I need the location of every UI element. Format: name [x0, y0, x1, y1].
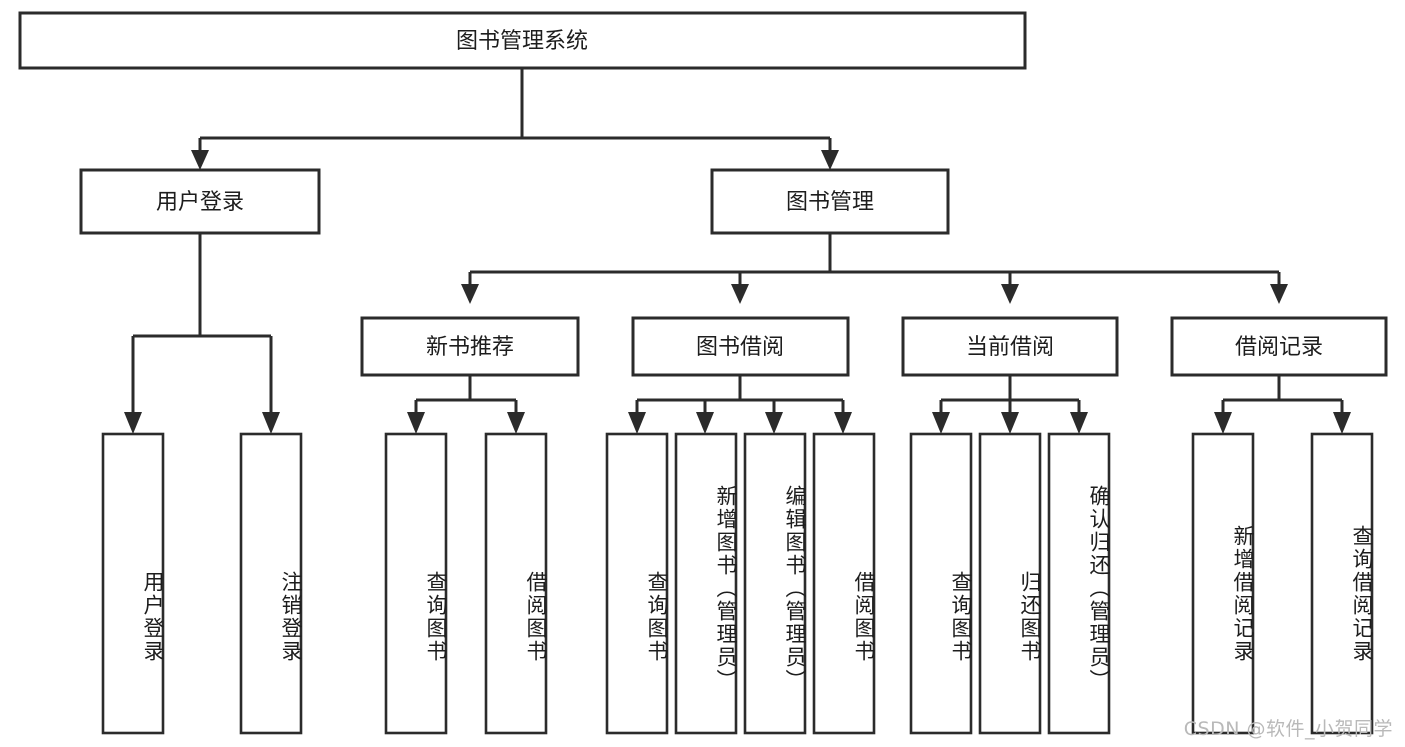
- leaf-box-query-book-b[interactable]: [605, 432, 669, 735]
- node-book-management[interactable]: 图书管理: [710, 168, 950, 235]
- edge-userlogin-to-leaves: [124, 233, 280, 434]
- edge-newbook-to-leaves: [407, 375, 525, 434]
- leaf-box-query-book-c[interactable]: [909, 432, 973, 735]
- csdn-watermark: CSDN @软件_小贺同学: [1183, 718, 1393, 740]
- node-book-borrow[interactable]: 图书借阅: [631, 316, 850, 377]
- edge-root-to-level2: [191, 68, 839, 170]
- leaf-box-logout[interactable]: [239, 432, 303, 735]
- node-new-book-recommend-label: 新书推荐: [426, 335, 514, 360]
- leaf-box-borrow-book-b[interactable]: [812, 432, 876, 735]
- node-user-login-label: 用户登录: [156, 190, 244, 215]
- leaf-box-query-book-a[interactable]: [384, 432, 448, 735]
- node-new-book-recommend[interactable]: 新书推荐: [360, 316, 580, 377]
- node-user-login[interactable]: 用户登录: [79, 168, 321, 235]
- edge-bookborrow-to-leaves: [628, 375, 852, 434]
- node-book-borrow-label: 图书借阅: [696, 335, 784, 360]
- node-root[interactable]: 图书管理系统: [18, 11, 1027, 70]
- leaf-box-query-borrow-record[interactable]: [1310, 432, 1374, 735]
- edge-bookmgmt-to-level3: [461, 233, 1288, 304]
- node-book-management-label: 图书管理: [786, 190, 874, 215]
- node-root-label: 图书管理系统: [456, 29, 588, 54]
- leaf-box-borrow-book-a[interactable]: [484, 432, 548, 735]
- node-borrow-record-label: 借阅记录: [1235, 335, 1323, 360]
- leaf-box-confirm-return-admin[interactable]: [1047, 432, 1111, 735]
- node-borrow-record[interactable]: 借阅记录: [1170, 316, 1388, 377]
- leaf-box-return-book[interactable]: [978, 432, 1042, 735]
- node-current-borrow-label: 当前借阅: [966, 335, 1054, 360]
- node-current-borrow[interactable]: 当前借阅: [901, 316, 1119, 377]
- leaf-box-add-borrow-record[interactable]: [1191, 432, 1255, 735]
- leaf-box-add-book-admin[interactable]: [674, 432, 738, 735]
- leaf-box-edit-book-admin[interactable]: [743, 432, 807, 735]
- edge-borrowrecord-to-leaves: [1214, 375, 1351, 434]
- leaf-box-user-login[interactable]: [101, 432, 165, 735]
- edge-currentborrow-to-leaves: [932, 375, 1088, 434]
